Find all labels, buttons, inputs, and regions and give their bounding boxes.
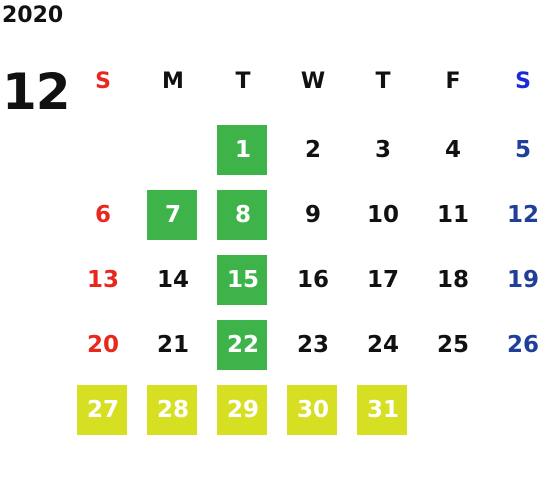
day-cell-14[interactable]: 14 — [138, 250, 208, 310]
highlight-badge-green — [147, 190, 197, 240]
day-number: 21 — [156, 332, 189, 358]
day-cell-18[interactable]: 18 — [418, 250, 488, 310]
day-cell-7[interactable]: 7 — [138, 185, 208, 245]
highlight-badge-yellow — [287, 385, 337, 435]
weekday-header-wed: W — [300, 69, 326, 94]
day-number: 18 — [436, 267, 469, 293]
day-cell-2[interactable]: 2 — [278, 120, 348, 180]
weekday-header-thu: T — [375, 69, 391, 94]
day-number: 27 — [86, 397, 119, 423]
highlight-badge-yellow — [77, 385, 127, 435]
highlight-badge-yellow — [147, 385, 197, 435]
day-number: 12 — [506, 202, 539, 228]
year-label: 2020 — [2, 3, 64, 28]
day-number: 5 — [514, 137, 531, 163]
day-cell-13[interactable]: 13 — [68, 250, 138, 310]
day-cell-30[interactable]: 30 — [278, 380, 348, 440]
day-number: 23 — [296, 332, 329, 358]
day-number: 29 — [226, 397, 259, 423]
day-cell-23[interactable]: 23 — [278, 315, 348, 375]
day-number: 14 — [156, 267, 189, 293]
day-number: 6 — [94, 202, 111, 228]
day-number: 10 — [366, 202, 399, 228]
day-number: 17 — [366, 267, 399, 293]
day-number: 7 — [164, 202, 181, 228]
day-cell-5[interactable]: 5 — [488, 120, 548, 180]
month-number: 12 — [2, 63, 71, 121]
day-number: 30 — [296, 397, 329, 423]
day-number: 19 — [506, 267, 539, 293]
day-cell-22[interactable]: 22 — [208, 315, 278, 375]
day-cell-9[interactable]: 9 — [278, 185, 348, 245]
weekday-header-mon: M — [162, 69, 184, 94]
day-cell-25[interactable]: 25 — [418, 315, 488, 375]
weekday-header-sat: S — [515, 69, 531, 94]
day-cell-16[interactable]: 16 — [278, 250, 348, 310]
day-number: 15 — [226, 267, 259, 293]
day-number: 11 — [436, 202, 469, 228]
day-number: 31 — [366, 397, 399, 423]
day-cell-29[interactable]: 29 — [208, 380, 278, 440]
day-cell-21[interactable]: 21 — [138, 315, 208, 375]
day-cell-1[interactable]: 1 — [208, 120, 278, 180]
day-cell-19[interactable]: 19 — [488, 250, 548, 310]
day-cell-24[interactable]: 24 — [348, 315, 418, 375]
day-cell-20[interactable]: 20 — [68, 315, 138, 375]
day-number: 9 — [304, 202, 321, 228]
day-number: 25 — [436, 332, 469, 358]
day-cell-26[interactable]: 26 — [488, 315, 548, 375]
day-number: 3 — [374, 137, 391, 163]
highlight-badge-green — [217, 255, 267, 305]
highlight-badge-green — [217, 125, 267, 175]
day-number: 26 — [506, 332, 539, 358]
day-cell-15[interactable]: 15 — [208, 250, 278, 310]
day-cell-10[interactable]: 10 — [348, 185, 418, 245]
day-cell-12[interactable]: 12 — [488, 185, 548, 245]
day-cell-17[interactable]: 17 — [348, 250, 418, 310]
day-number: 20 — [86, 332, 119, 358]
highlight-badge-yellow — [357, 385, 407, 435]
highlight-badge-green — [217, 320, 267, 370]
day-number: 24 — [366, 332, 399, 358]
day-cell-27[interactable]: 27 — [68, 380, 138, 440]
day-cell-28[interactable]: 28 — [138, 380, 208, 440]
day-cell-3[interactable]: 3 — [348, 120, 418, 180]
day-number: 13 — [86, 267, 119, 293]
highlight-badge-yellow — [217, 385, 267, 435]
day-number: 28 — [156, 397, 189, 423]
day-cell-6[interactable]: 6 — [68, 185, 138, 245]
day-cell-8[interactable]: 8 — [208, 185, 278, 245]
day-cell-11[interactable]: 11 — [418, 185, 488, 245]
highlight-badge-green — [217, 190, 267, 240]
day-number: 4 — [444, 137, 461, 163]
day-number: 8 — [234, 202, 251, 228]
day-number: 2 — [304, 137, 321, 163]
day-number: 1 — [234, 137, 251, 163]
day-cell-4[interactable]: 4 — [418, 120, 488, 180]
weekday-header-tue: T — [235, 69, 251, 94]
weekday-header-fri: F — [445, 69, 461, 94]
day-number: 16 — [296, 267, 329, 293]
day-number: 22 — [226, 332, 259, 358]
weekday-header-sun: S — [95, 69, 111, 94]
day-cell-31[interactable]: 31 — [348, 380, 418, 440]
